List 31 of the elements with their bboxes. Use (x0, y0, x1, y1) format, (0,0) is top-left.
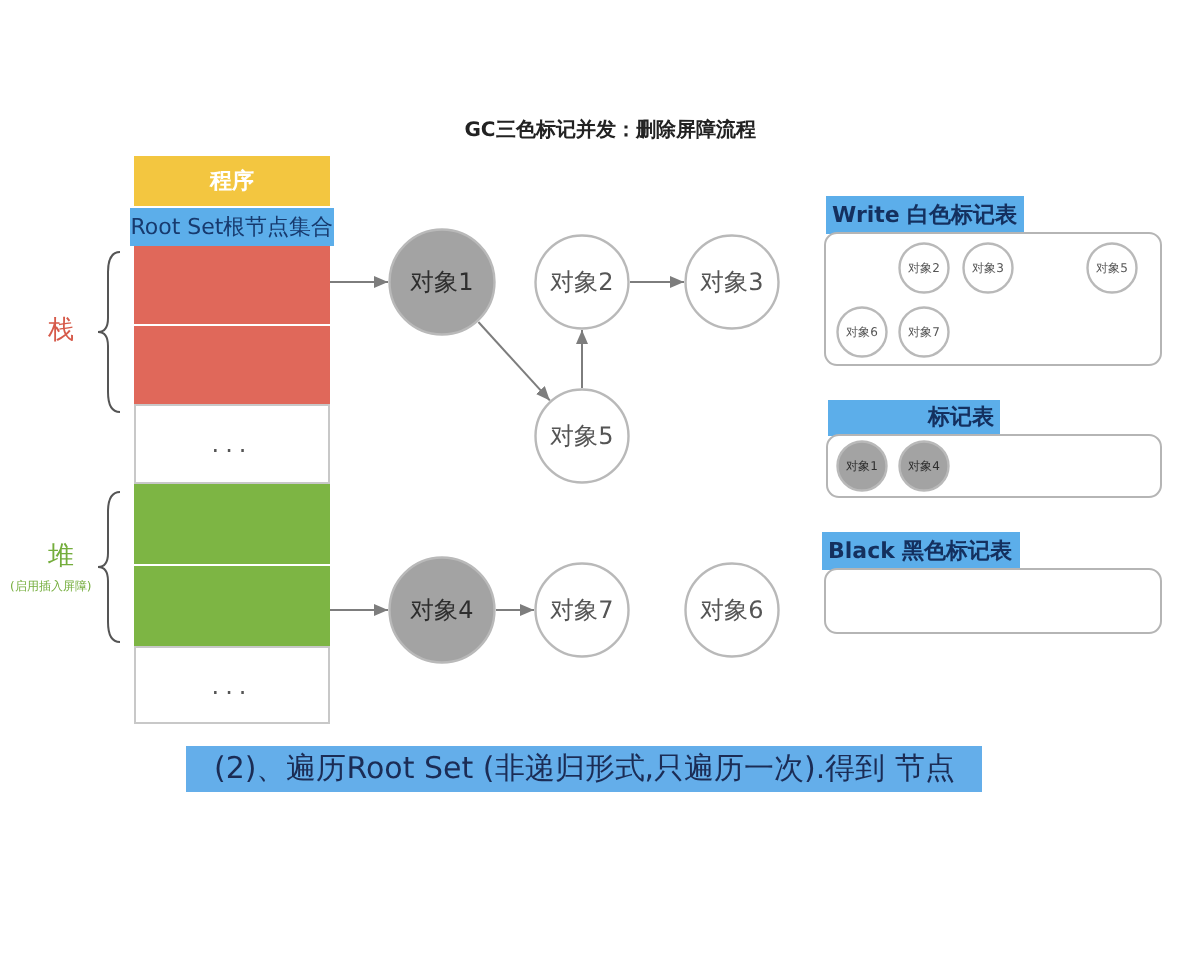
marking-table (824, 196, 1162, 366)
table-heading: Black 黑色标记表 (826, 536, 1015, 568)
arrow (329, 276, 389, 288)
object-circle: 对象2 (534, 234, 630, 330)
program-box: 程序 (134, 156, 330, 206)
stack-cell (134, 246, 330, 324)
heap-cell: ... (134, 646, 330, 724)
arrow (629, 276, 685, 288)
stack-cell: ... (134, 404, 330, 484)
title: GC三色标记并发：删除屏障流程 (464, 116, 756, 144)
object-circle: 对象6 (684, 562, 780, 658)
object-circle: 对象7 (534, 562, 630, 658)
object-circle: 对象4 (388, 556, 496, 664)
object-circle: 对象5 (534, 388, 630, 484)
root-set-box: Root Set根节点集合 (130, 208, 334, 246)
arrow (495, 604, 535, 616)
object-circle: 对象1 (388, 228, 496, 336)
region-label: 栈 (48, 314, 74, 348)
object-circle: 对象3 (684, 234, 780, 330)
arrow (329, 604, 389, 616)
table-heading: 标记表 (925, 402, 996, 434)
marking-table (822, 532, 1162, 634)
heap-cell (134, 484, 330, 564)
stack-cell (134, 326, 330, 404)
heap-cell (134, 566, 330, 646)
arrow (477, 321, 551, 402)
region-label: 堆 (48, 540, 74, 574)
caption: (2)、遍历Root Set (非递归形式,只遍历一次).得到 节点 (186, 746, 983, 792)
marking-table (826, 400, 1162, 498)
arrow (576, 329, 588, 389)
table-heading: Write 白色标记表 (830, 200, 1020, 232)
